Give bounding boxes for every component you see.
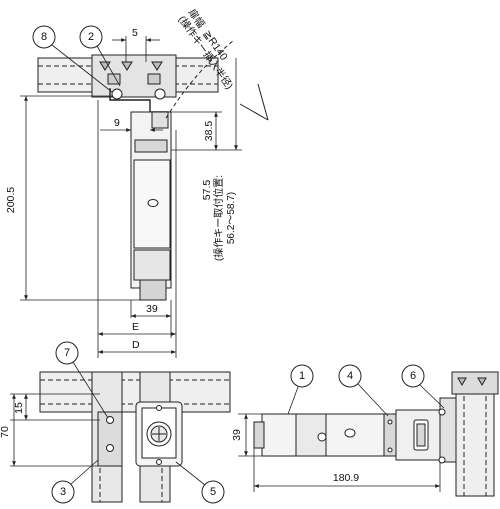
dim-5: 5 (132, 27, 138, 39)
svg-text:3: 3 (60, 486, 66, 498)
svg-text:57.5: 57.5 (201, 180, 213, 201)
mount-position-note: 57.5 (操作キー取付位置: 56.2～58.7) (201, 175, 237, 261)
dim-39-side: 39 (231, 429, 243, 441)
dim-38-5: 38.5 (203, 121, 215, 142)
dim-180-9: 180.9 (333, 472, 359, 484)
dim-D: D (132, 339, 140, 351)
balloon-3: 3 (51, 459, 99, 504)
side-view-dimensions (238, 413, 441, 492)
svg-text:7: 7 (64, 347, 70, 359)
balloon-4: 4 (338, 364, 389, 417)
balloon-7: 7 (55, 341, 109, 419)
side-view (253, 371, 499, 497)
svg-text:5: 5 (210, 486, 216, 498)
svg-text:56.2～58.7): 56.2～58.7) (226, 192, 237, 244)
balloon-2: 2 (79, 25, 121, 87)
dim-39-top: 39 (146, 303, 158, 315)
dim-15: 15 (13, 402, 25, 414)
top-view (37, 39, 269, 301)
dim-70: 70 (0, 426, 11, 438)
svg-text:2: 2 (88, 31, 94, 43)
dim-200-5: 200.5 (5, 187, 17, 213)
svg-text:4: 4 (347, 370, 353, 382)
top-view-dimensions (20, 36, 242, 358)
balloon-6: 6 (401, 364, 445, 409)
svg-text:8: 8 (41, 31, 47, 43)
balloon-5: 5 (175, 461, 225, 504)
balloon-8: 8 (32, 25, 113, 93)
svg-text:6: 6 (410, 370, 416, 382)
balloon-1: 1 (287, 364, 314, 415)
dim-E: E (132, 321, 139, 333)
front-view-dimensions (10, 393, 100, 467)
front-view (39, 371, 231, 503)
switch-body-side (261, 413, 397, 457)
svg-text:1: 1 (299, 370, 305, 382)
key-radius-arc (165, 39, 235, 119)
svg-text:(操作キー取付位置:: (操作キー取付位置: (212, 175, 225, 261)
dim-9: 9 (114, 117, 120, 129)
